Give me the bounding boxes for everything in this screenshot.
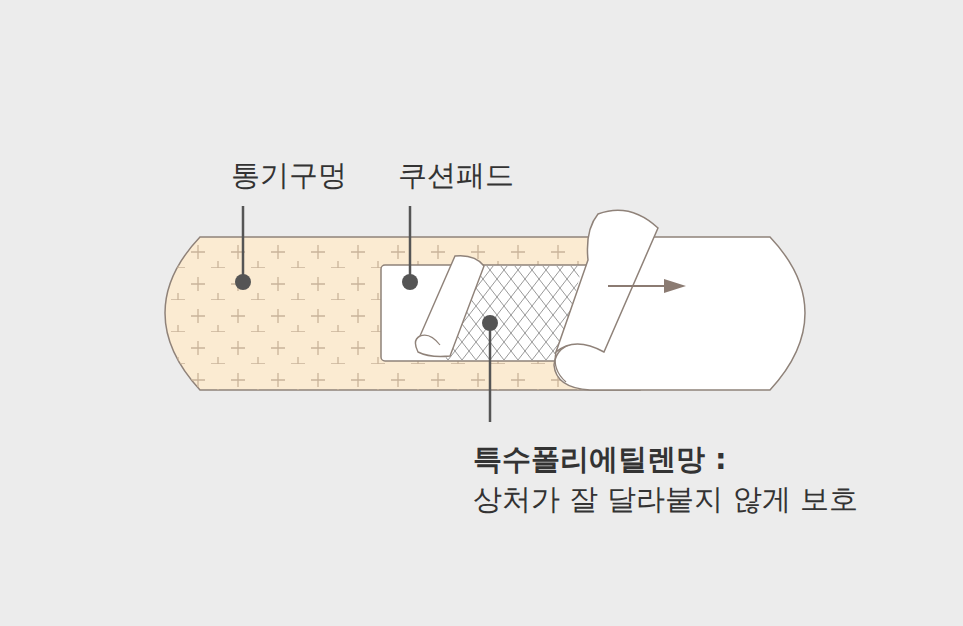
leader-dot [235, 274, 251, 290]
part-label: 쿠션패드 [398, 158, 514, 193]
leader-dot [482, 315, 498, 331]
peel-arrowhead [664, 279, 686, 293]
leader-line [242, 206, 245, 282]
peel-arrow [608, 285, 668, 287]
part-label: 통기구멍 [231, 158, 347, 193]
leader-line [409, 206, 412, 282]
part-label: 특수폴리에틸렌망 : [473, 442, 727, 477]
leader-line [489, 323, 492, 422]
description-text: 상처가 잘 달라붙지 않게 보호 [473, 482, 858, 517]
pad-liner-curl [415, 256, 484, 357]
leader-dot [402, 274, 418, 290]
peeled-flap [556, 210, 658, 352]
